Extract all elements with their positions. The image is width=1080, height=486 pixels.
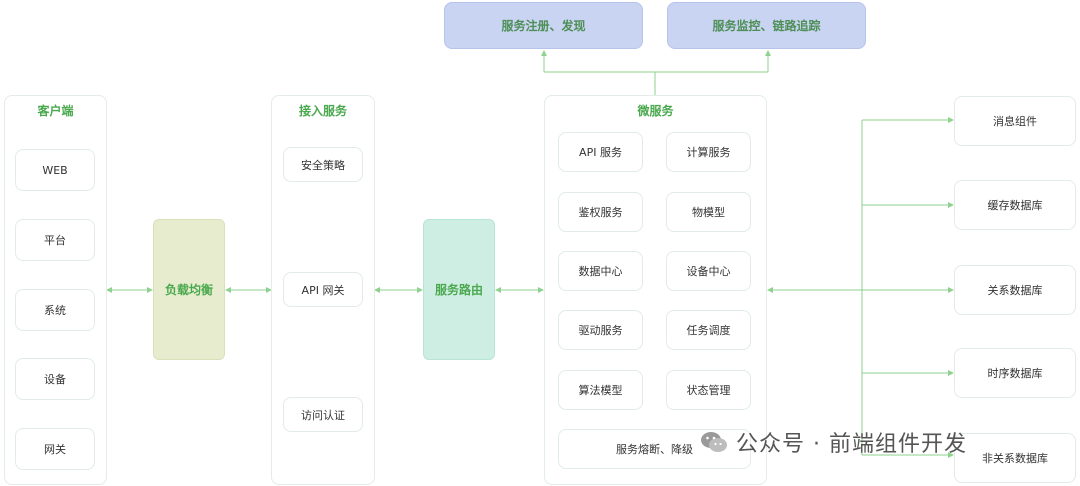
service-router: 服务路由 bbox=[423, 219, 495, 360]
storage-message: 消息组件 bbox=[954, 96, 1076, 146]
access-title: 接入服务 bbox=[298, 104, 347, 118]
storage-timeseries: 时序数据库 bbox=[954, 348, 1076, 398]
api-gateway: API 网关 bbox=[283, 272, 363, 307]
svc-driver: 驱动服务 bbox=[558, 310, 643, 350]
client-web: WEB bbox=[15, 149, 95, 191]
storage-nosql: 非关系数据库 bbox=[954, 433, 1076, 483]
access-auth: 访问认证 bbox=[283, 397, 363, 432]
svc-algorithm: 算法模型 bbox=[558, 370, 643, 410]
svc-state: 状态管理 bbox=[666, 370, 751, 410]
svc-api: API 服务 bbox=[558, 132, 643, 172]
client-title: 客户端 bbox=[37, 104, 74, 118]
client-device: 设备 bbox=[15, 358, 95, 400]
client-system: 系统 bbox=[15, 289, 95, 331]
watermark-text: 公众号 · 前端组件开发 bbox=[736, 432, 967, 457]
svc-thing-model: 物模型 bbox=[666, 192, 751, 232]
load-balance: 负载均衡 bbox=[153, 219, 225, 360]
svc-authz: 鉴权服务 bbox=[558, 192, 643, 232]
storage-cache: 缓存数据库 bbox=[954, 180, 1076, 230]
registry-box: 服务注册、发现 bbox=[444, 2, 643, 49]
svc-compute: 计算服务 bbox=[666, 132, 751, 172]
client-platform: 平台 bbox=[15, 219, 95, 261]
monitor-box: 服务监控、链路追踪 bbox=[667, 2, 866, 49]
security-policy: 安全策略 bbox=[283, 147, 363, 182]
svc-data-center: 数据中心 bbox=[558, 251, 643, 291]
micro-title: 微服务 bbox=[637, 104, 674, 118]
svc-device-center: 设备中心 bbox=[666, 251, 751, 291]
wechat-icon bbox=[700, 430, 728, 454]
svc-scheduler: 任务调度 bbox=[666, 310, 751, 350]
storage-relational: 关系数据库 bbox=[954, 265, 1076, 315]
client-gateway: 网关 bbox=[15, 428, 95, 470]
watermark: 公众号 · 前端组件开发 bbox=[700, 426, 967, 458]
